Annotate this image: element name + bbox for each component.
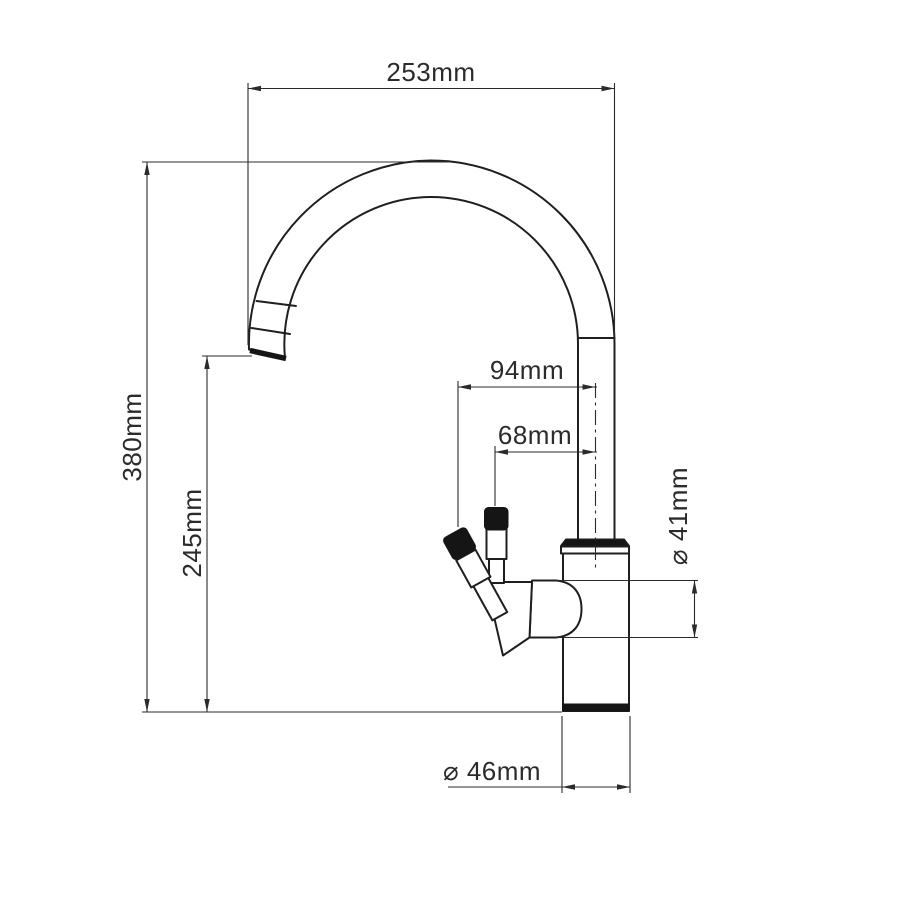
arrowhead-left xyxy=(458,384,471,390)
arrowhead-down xyxy=(144,699,150,712)
arrowhead-up xyxy=(144,162,150,175)
base-band xyxy=(562,703,630,712)
dimension-label-spout-width: 253mm xyxy=(386,57,475,87)
lever-handle-tilted xyxy=(443,527,509,622)
arrowhead-right xyxy=(617,784,630,790)
dimension-label-body-diameter: ⌀ 41mm xyxy=(663,467,693,565)
dimension-handle-offset-outer: 94mm xyxy=(457,355,597,527)
arrowhead-left xyxy=(495,449,508,455)
dimension-handle-offset-inner: 68mm xyxy=(494,420,597,506)
dimension-spout-width: 253mm xyxy=(247,57,616,345)
arrowhead-up xyxy=(204,356,210,369)
dimension-label-handle-offset-outer: 94mm xyxy=(490,355,564,385)
arrowhead-left xyxy=(248,85,261,92)
arrowhead-down xyxy=(204,699,210,712)
vertical-handle-stem xyxy=(485,528,508,560)
arrowhead-up xyxy=(691,580,698,594)
tilted-handle-cap xyxy=(443,527,477,560)
spout-tube xyxy=(247,159,616,541)
dimension-label-overall-height: 380mm xyxy=(117,392,147,481)
vertical-handle-neck xyxy=(488,557,505,584)
dimension-overall-height: 380mm xyxy=(117,161,562,713)
dimension-body-diameter: ⌀ 41mm xyxy=(556,467,698,639)
spout-tip-ring-upper xyxy=(255,300,297,307)
faucet-outline xyxy=(247,159,630,712)
dimension-outlet-height: 245mm xyxy=(177,355,252,712)
spout-outlet-cap xyxy=(249,347,287,362)
valve-cartridge-bulge xyxy=(528,579,583,639)
spout-tip-ring-lower xyxy=(250,327,291,335)
arrowhead-right xyxy=(601,85,615,92)
dimension-base-diameter: ⌀ 46mm xyxy=(443,716,631,793)
arrowhead-right xyxy=(582,449,596,455)
lever-handle-vertical xyxy=(484,507,509,584)
dimension-label-outlet-height: 245mm xyxy=(177,488,207,577)
vertical-handle-cap xyxy=(484,507,509,531)
arrowhead-left xyxy=(562,784,575,790)
arrowhead-right xyxy=(582,384,596,390)
dimension-label-handle-offset-inner: 68mm xyxy=(498,420,572,450)
arrowhead-down xyxy=(691,624,698,638)
dimension-label-base-diameter: ⌀ 46mm xyxy=(443,756,541,786)
